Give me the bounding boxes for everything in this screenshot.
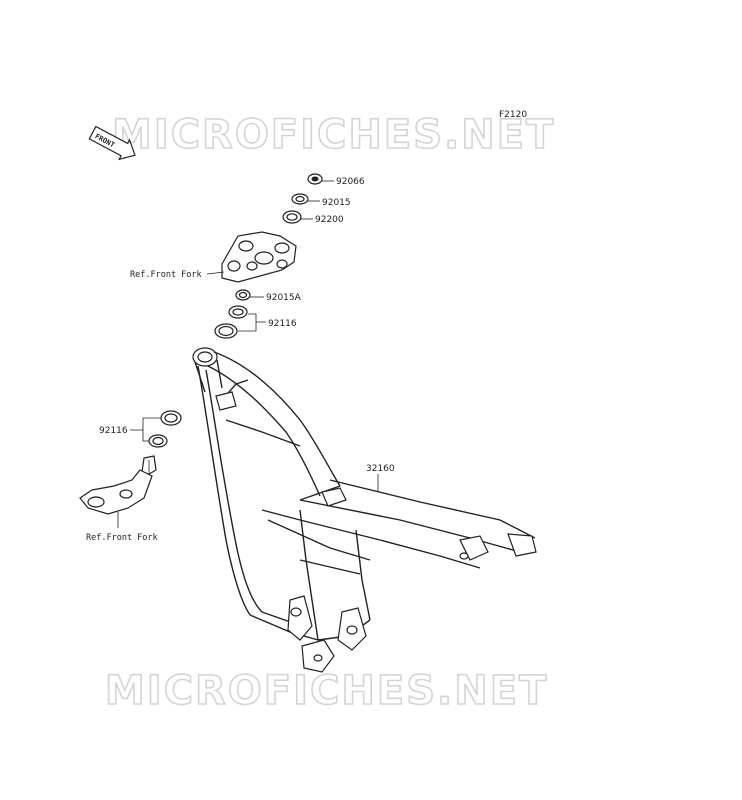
leader-ref-upper (206, 271, 225, 275)
main-frame[interactable] (192, 347, 537, 673)
leader-92116-lower (130, 417, 161, 442)
watermark-top: MICROFICHES.NET (112, 112, 555, 158)
label-92200[interactable]: 92200 (315, 215, 344, 225)
part-washer-92200[interactable] (282, 210, 302, 224)
figure-code: F2120 (499, 110, 527, 120)
part-nut-92015A[interactable] (235, 289, 251, 301)
lower-triple-clamp[interactable] (79, 455, 157, 515)
ref-front-fork-lower[interactable]: Ref.Front Fork (86, 533, 158, 543)
part-nut-92066[interactable] (307, 173, 323, 185)
part-bearing-upper-b[interactable] (214, 323, 238, 339)
upper-triple-clamp[interactable] (221, 231, 297, 283)
label-92066[interactable]: 92066 (336, 177, 365, 187)
watermark-bottom: MICROFICHES.NET (105, 668, 548, 714)
part-nut-92015[interactable] (291, 193, 309, 205)
ref-front-fork-upper[interactable]: Ref.Front Fork (130, 270, 202, 280)
part-bearing-lower-a[interactable] (160, 410, 182, 426)
label-92116-upper[interactable]: 92116 (268, 319, 297, 329)
label-92116-lower[interactable]: 92116 (99, 426, 128, 436)
part-bearing-lower-b[interactable] (148, 434, 168, 448)
label-92015A[interactable]: 92015A (266, 293, 302, 303)
leader-92116-upper (238, 313, 266, 332)
part-bearing-upper-a[interactable] (228, 305, 248, 319)
label-32160[interactable]: 32160 (366, 464, 395, 474)
label-92015[interactable]: 92015 (322, 198, 351, 208)
